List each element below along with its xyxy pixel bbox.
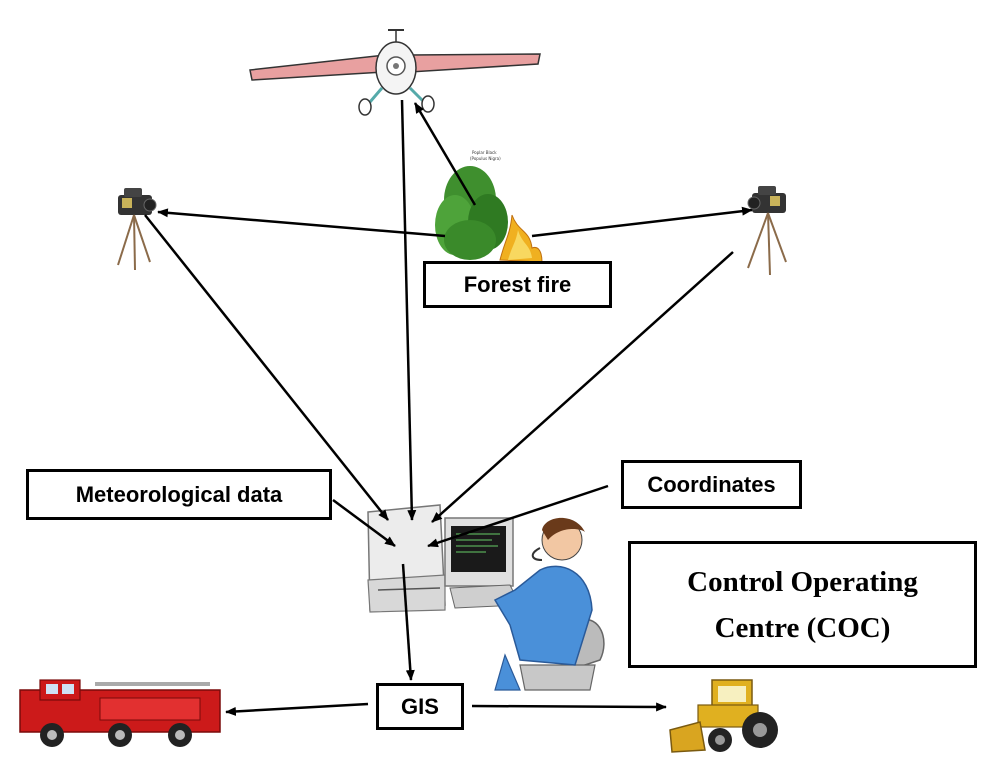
arrow-coordinates-to-console xyxy=(427,484,609,548)
coordinates-label: Coordinates xyxy=(647,471,776,497)
meteorological-data-label: Meteorological data xyxy=(75,481,283,507)
arrow-console-to-gis xyxy=(401,563,415,681)
arrow-plane-to-console xyxy=(400,99,417,521)
arrow-left-camera-to-console xyxy=(144,214,389,521)
arrow-fire-to-right-camera xyxy=(531,206,753,238)
arrow-fire-to-left-camera xyxy=(157,208,446,238)
airplane-icon xyxy=(249,29,541,116)
left-camera-icon xyxy=(117,188,157,271)
coc-label-box: Control Operating Centre (COC) xyxy=(628,541,977,668)
arrow-gis-to-bulldozer xyxy=(471,702,667,712)
coordinates-label-box: Coordinates xyxy=(621,460,802,509)
tree-caption-line1: Poplar Black xyxy=(472,150,497,155)
gis-label-box: GIS xyxy=(376,683,464,730)
coc-label-line2: Centre (COC) xyxy=(714,611,891,644)
bulldozer-icon xyxy=(669,679,778,753)
tree-caption-line2: (Populus Nigra) xyxy=(470,156,501,161)
tree-fire-icon: Poplar Black (Populus Nigra) xyxy=(435,150,543,263)
arrow-gis-to-fire-truck xyxy=(225,702,369,716)
meteorological-data-label-box: Meteorological data xyxy=(26,469,332,520)
gis-label: GIS xyxy=(401,693,439,719)
forest-fire-label: Forest fire xyxy=(463,271,572,297)
arrows xyxy=(144,99,753,716)
right-camera-icon xyxy=(747,186,787,276)
forest-fire-label-box: Forest fire xyxy=(423,261,612,308)
arrow-right-camera-to-console xyxy=(431,251,734,523)
coc-label-line1: Control Operating xyxy=(687,565,918,598)
arrow-meteo-to-console xyxy=(332,498,396,548)
computer-operator-icon xyxy=(367,504,605,691)
fire-truck-icon xyxy=(19,679,221,747)
arrow-fire-to-plane xyxy=(413,102,477,206)
